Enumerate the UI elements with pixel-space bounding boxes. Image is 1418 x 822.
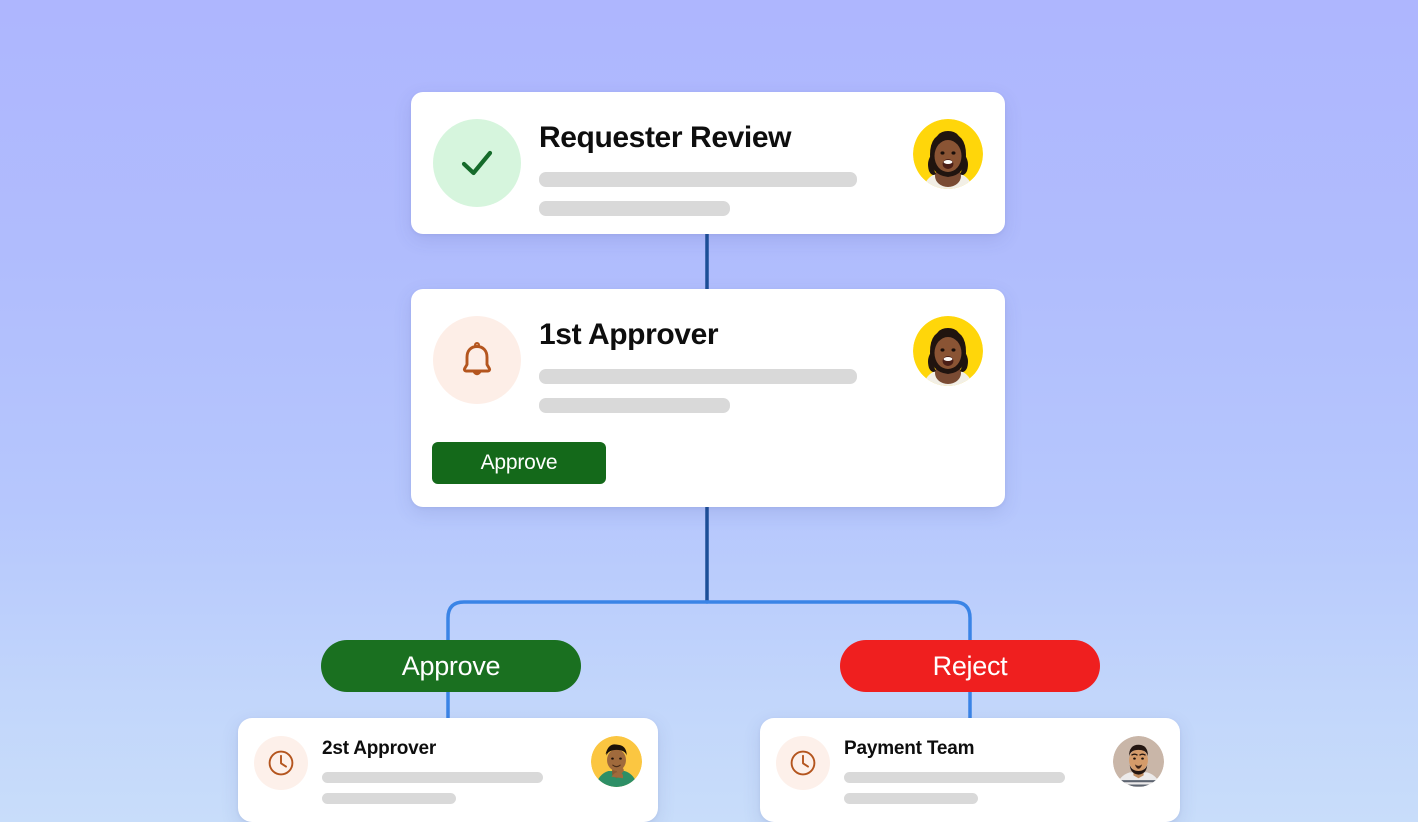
card-title: 2st Approver xyxy=(322,738,437,759)
skeleton-line-primary xyxy=(539,172,857,187)
card-title: Requester Review xyxy=(539,121,792,154)
workflow-card-second-approver[interactable]: 2st Approver xyxy=(238,718,658,822)
avatar xyxy=(591,736,642,787)
card-content-row: 1st Approver xyxy=(411,289,1005,413)
workflow-card-payment-team[interactable]: Payment Team xyxy=(760,718,1180,822)
card-text-block: 2st Approver xyxy=(322,736,579,804)
skeleton-line-primary xyxy=(844,772,1065,783)
workflow-card-requester-review[interactable]: Requester Review xyxy=(411,92,1005,234)
clock-icon xyxy=(790,750,816,776)
avatar-woman-yellow-image xyxy=(913,119,983,189)
card-title: Payment Team xyxy=(844,738,975,759)
skeleton-line-secondary xyxy=(539,201,730,216)
card-text-block: Requester Review xyxy=(539,119,897,216)
avatar-man-green-yellow-image xyxy=(591,736,642,787)
skeleton-line-secondary xyxy=(539,398,730,413)
status-bubble xyxy=(254,736,308,790)
card-content-row: Requester Review xyxy=(411,92,1005,216)
card-title: 1st Approver xyxy=(539,318,719,351)
approve-button[interactable]: Approve xyxy=(432,442,606,484)
clock-icon xyxy=(268,750,294,776)
bell-icon xyxy=(462,341,492,376)
skeleton-line-secondary xyxy=(322,793,456,804)
card-text-block: 1st Approver xyxy=(539,316,897,413)
avatar xyxy=(913,119,983,189)
avatar-woman-yellow-image xyxy=(913,316,983,386)
status-bubble xyxy=(433,119,521,207)
check-icon xyxy=(461,150,493,176)
status-bubble xyxy=(776,736,830,790)
branch-reject-button[interactable]: Reject xyxy=(840,640,1100,692)
card-text-block: Payment Team xyxy=(844,736,1101,804)
card-content-row: 2st Approver xyxy=(238,718,658,804)
status-bubble xyxy=(433,316,521,404)
avatar xyxy=(1113,736,1164,787)
card-content-row: Payment Team xyxy=(760,718,1180,804)
skeleton-line-primary xyxy=(322,772,543,783)
workflow-card-first-approver[interactable]: 1st Approver xyxy=(411,289,1005,507)
skeleton-line-secondary xyxy=(844,793,978,804)
avatar xyxy=(913,316,983,386)
avatar-man-beard-taupe-image xyxy=(1113,736,1164,787)
branch-approve-button[interactable]: Approve xyxy=(321,640,581,692)
skeleton-line-primary xyxy=(539,369,857,384)
